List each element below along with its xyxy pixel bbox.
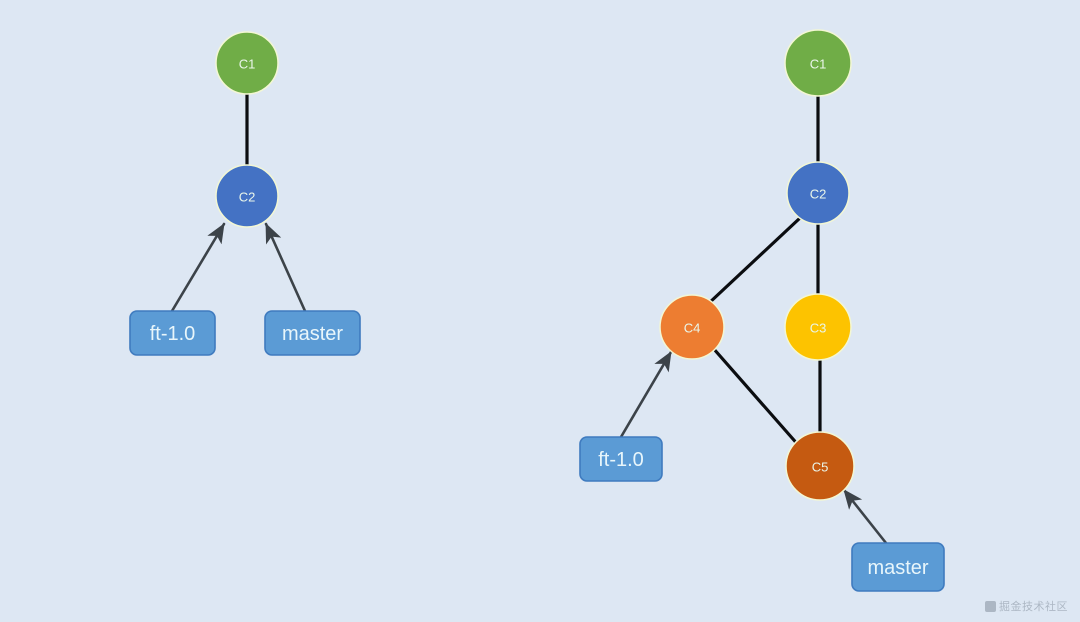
ref-arrow-ft-1-0 — [619, 350, 673, 439]
commit-circle-c3[interactable] — [784, 293, 852, 361]
ref-box-label: master — [282, 323, 343, 345]
commit-circle-c4[interactable] — [659, 294, 725, 360]
ref-box-master[interactable]: master — [851, 542, 945, 592]
watermark-text: 掘金技术社区 — [999, 600, 1068, 613]
commit-circle-c1[interactable] — [784, 29, 852, 97]
ref-arrow-master — [264, 222, 307, 313]
commit-circle-c1[interactable] — [215, 31, 279, 95]
commit-circle-c5[interactable] — [785, 431, 855, 501]
ref-box-ft-1-0[interactable]: ft-1.0 — [129, 310, 216, 356]
ref-box-label: master — [867, 557, 928, 579]
ref-arrow-ft-1-0 — [170, 222, 226, 313]
commit-node-c2[interactable]: C2 — [215, 164, 279, 228]
commit-edge-c4-c5 — [711, 346, 802, 449]
ref-box-rect[interactable] — [264, 310, 361, 356]
ref-box-ft-1-0[interactable]: ft-1.0 — [579, 436, 663, 482]
commit-label: C3 — [810, 321, 827, 336]
commit-edge-c2-c4 — [706, 216, 802, 306]
ref-box-master[interactable]: master — [264, 310, 361, 356]
commit-node-c4[interactable]: C4 — [659, 294, 725, 360]
commit-label: C2 — [810, 187, 827, 202]
commit-node-c1[interactable]: C1 — [215, 31, 279, 95]
ref-box-label: ft-1.0 — [598, 449, 644, 471]
watermark: 掘金技术社区 — [985, 598, 1068, 614]
commit-node-c5[interactable]: C5 — [785, 431, 855, 501]
commit-node-c2[interactable]: C2 — [786, 161, 850, 225]
commit-circle-c2[interactable] — [786, 161, 850, 225]
commit-circle-c2[interactable] — [215, 164, 279, 228]
ref-arrow-master — [842, 488, 888, 545]
commit-label: C1 — [810, 57, 827, 72]
ref-box-label: ft-1.0 — [150, 323, 196, 345]
ref-box-rect[interactable] — [579, 436, 663, 482]
commit-label: C1 — [239, 57, 256, 72]
ref-box-rect[interactable] — [851, 542, 945, 592]
commit-label: C5 — [812, 460, 829, 475]
juejin-logo-icon — [985, 600, 996, 612]
commit-label: C2 — [239, 190, 256, 205]
ref-box-rect[interactable] — [129, 310, 216, 356]
commit-label: C4 — [684, 321, 701, 336]
commit-node-c1[interactable]: C1 — [784, 29, 852, 97]
commit-node-c3[interactable]: C3 — [784, 293, 852, 361]
